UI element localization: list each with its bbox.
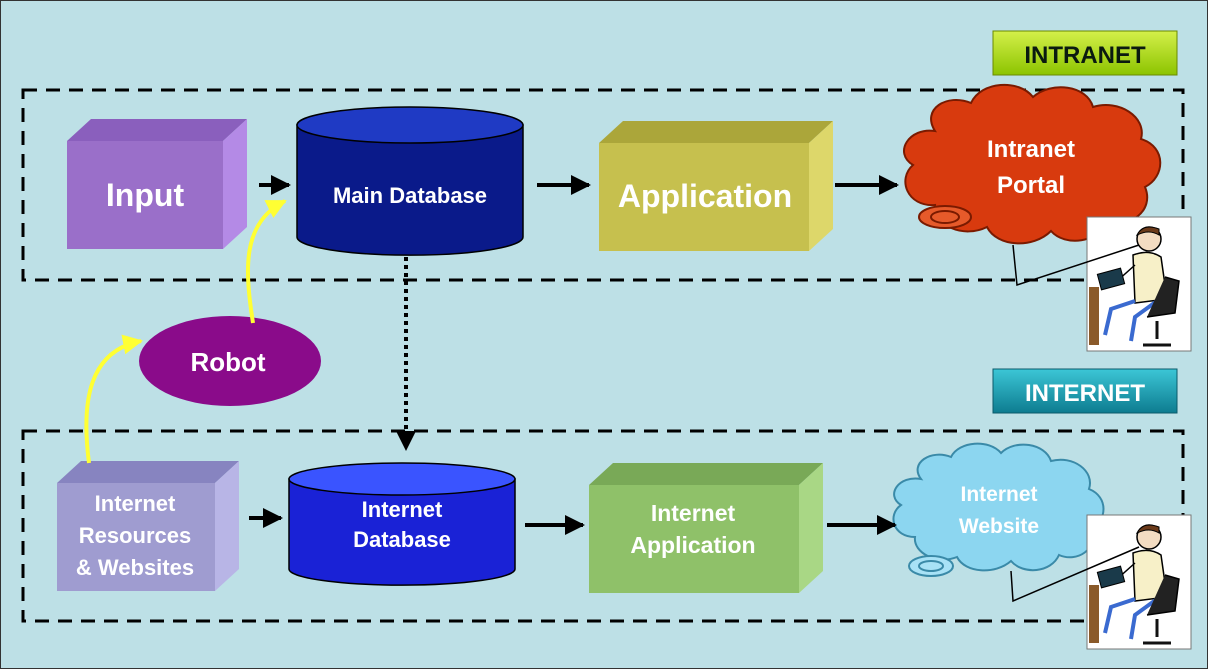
internet-website-cloud: Internet Website (892, 442, 1105, 577)
application-label: Application (618, 178, 792, 214)
internet-database-cylinder: Internet Database (288, 462, 516, 586)
intranet-portal-cloud: Intranet Portal (903, 84, 1162, 245)
internet-website-label-line1: Internet (960, 483, 1037, 506)
internet-database-label-line2: Database (353, 527, 451, 552)
internet-badge: INTERNET (992, 368, 1178, 414)
internet-resources-box: Internet Resources & Websites (57, 461, 239, 591)
intranet-zone-border (21, 88, 1185, 282)
user-at-computer-icon (1086, 216, 1192, 352)
internet-cable (1010, 546, 1140, 603)
application-box: Application (599, 121, 833, 251)
internet-resources-label-line1: Internet (95, 491, 176, 516)
main-database-label: Main Database (333, 183, 487, 208)
robot-ellipse: Robot (139, 316, 321, 406)
input-box: Input (67, 119, 247, 249)
intranet-portal-label-line2: Portal (997, 172, 1065, 199)
intranet-badge-label: INTRANET (1024, 42, 1146, 69)
internet-resources-label-line3: & Websites (76, 555, 194, 580)
internet-application-label-line2: Application (630, 532, 755, 558)
input-label: Input (106, 177, 185, 213)
intranet-cable (1012, 244, 1140, 287)
arrow-resources-to-robot (84, 334, 143, 464)
main-database-cylinder: Main Database (296, 106, 524, 256)
intranet-badge: INTRANET (992, 30, 1178, 76)
user-at-computer-icon (1086, 514, 1192, 650)
internet-application-box: Internet Application (589, 463, 823, 593)
internet-website-label-line2: Website (959, 515, 1039, 538)
arrow-robot-to-main-db (246, 199, 287, 324)
internet-resources-label-line2: Resources (79, 523, 192, 548)
internet-application-label-line1: Internet (651, 500, 736, 526)
intranet-portal-label-line1: Intranet (987, 136, 1075, 163)
robot-label: Robot (190, 347, 265, 377)
internet-badge-label: INTERNET (1025, 380, 1145, 407)
internet-database-label-line1: Internet (362, 497, 443, 522)
